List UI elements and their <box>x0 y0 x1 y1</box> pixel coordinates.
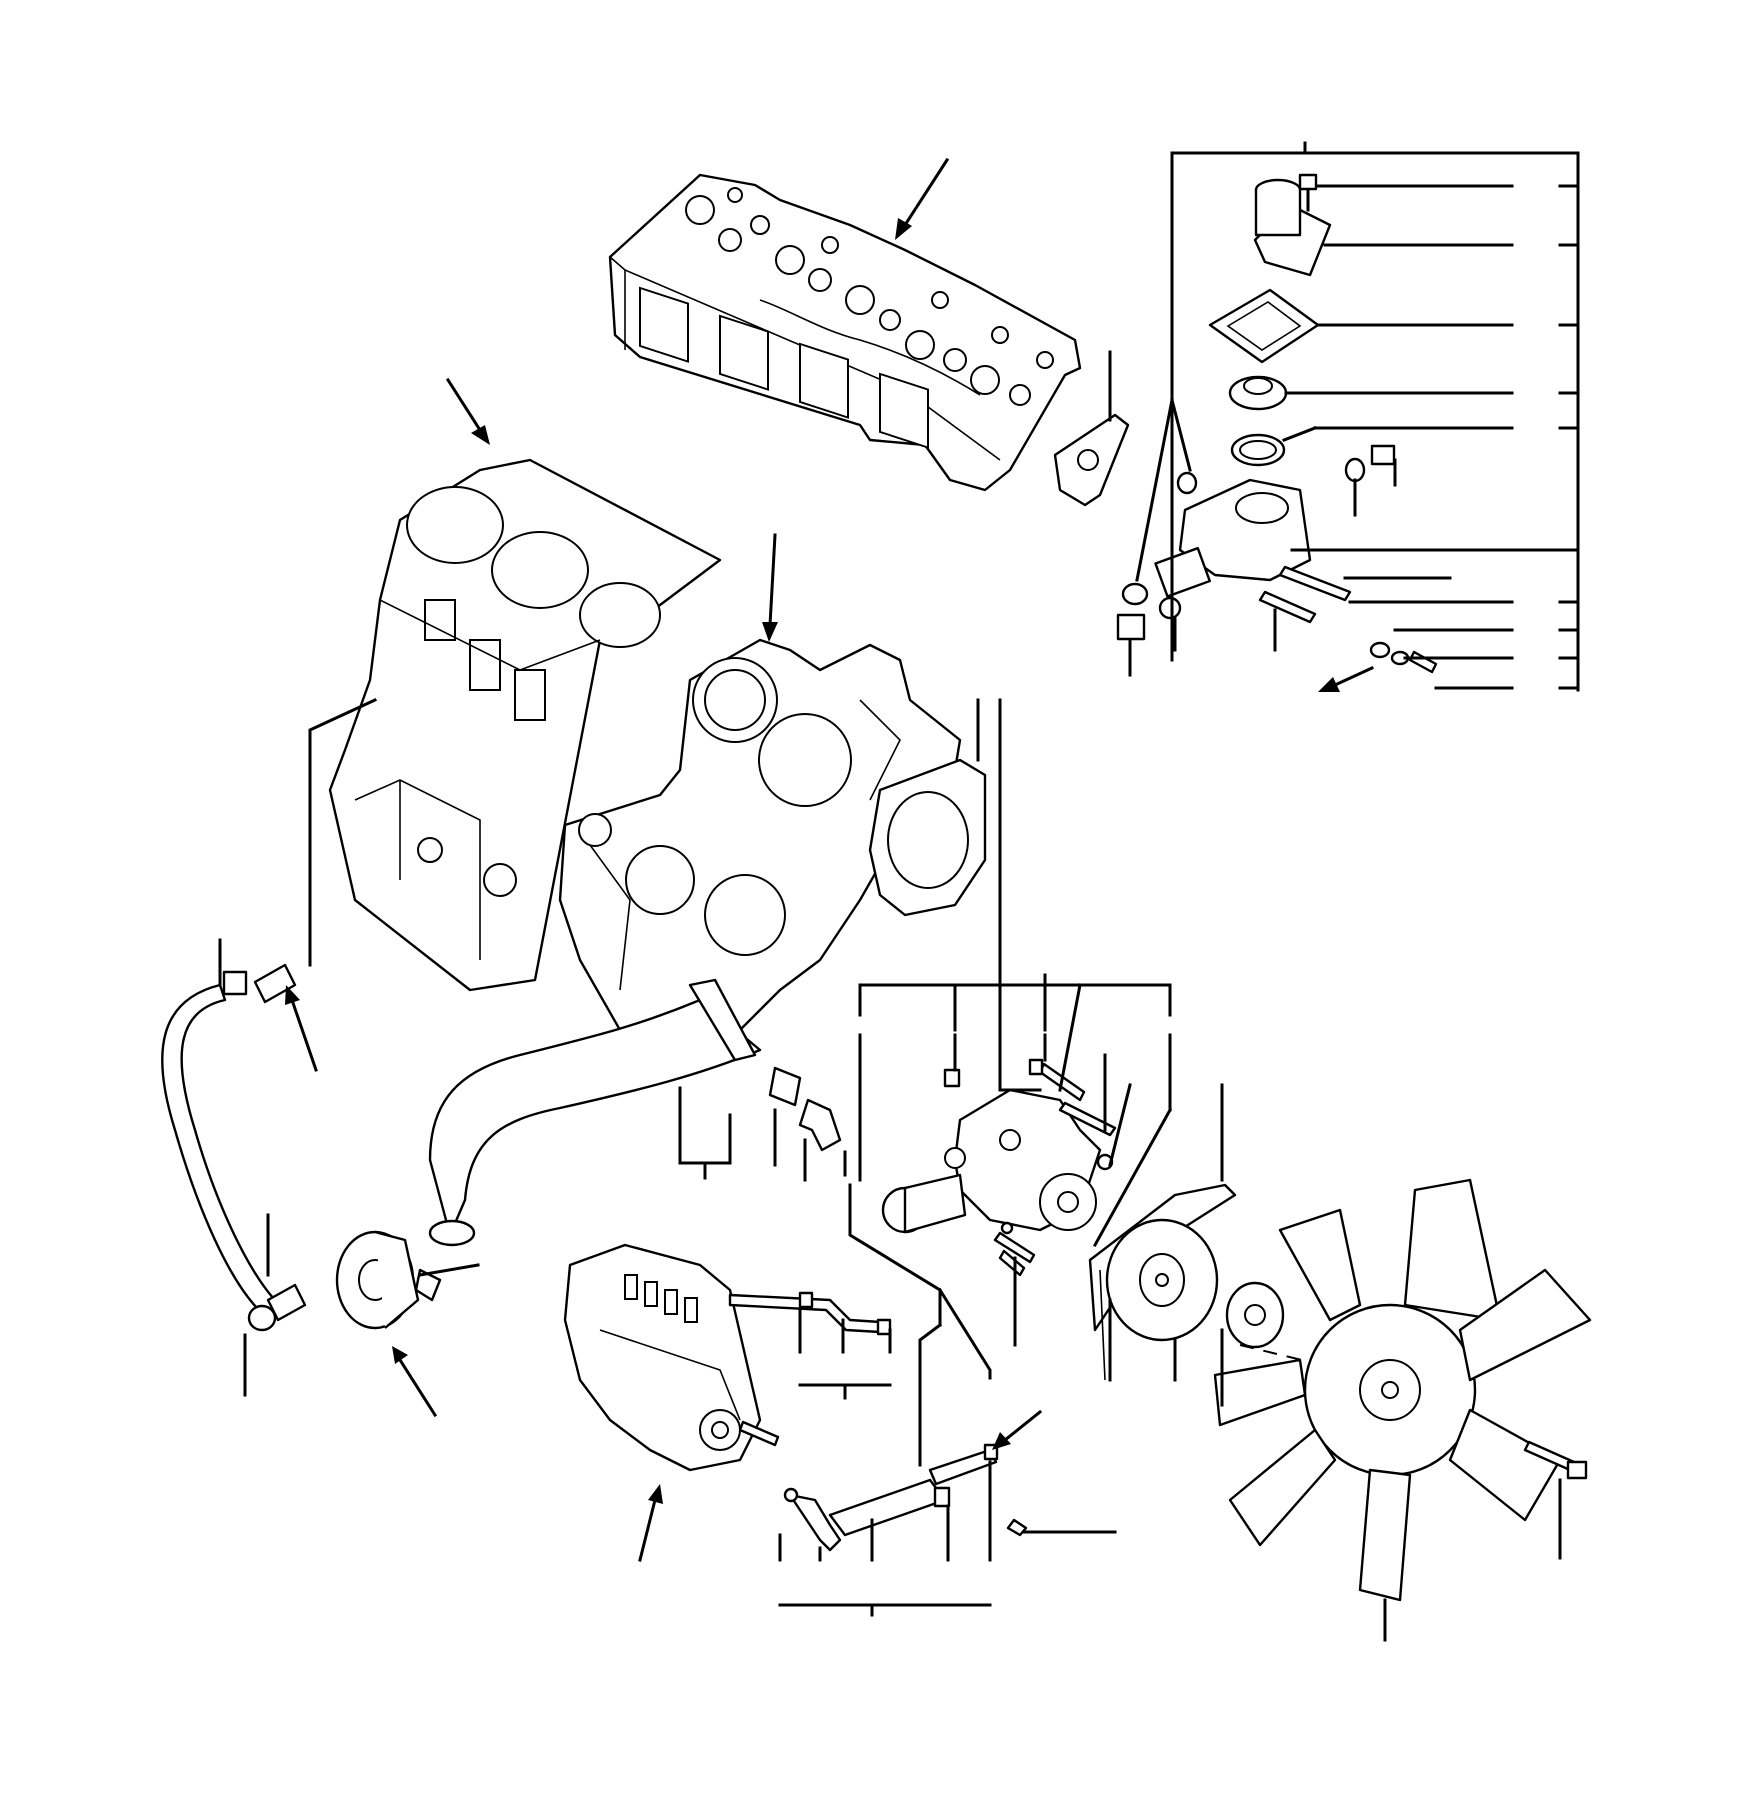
oil-cooler-icon[interactable] <box>335 1230 442 1330</box>
water-pump-icon[interactable] <box>881 1058 1117 1264</box>
head-cover-plate-icon[interactable] <box>1053 413 1130 507</box>
fan-bolt-icon[interactable] <box>1523 1440 1588 1480</box>
direction-arrows <box>285 157 1374 1562</box>
thermostat-icon[interactable] <box>1116 173 1438 674</box>
cylinder-block-icon[interactable] <box>328 458 722 992</box>
pulley-icon[interactable] <box>1105 1218 1285 1349</box>
fan-icon[interactable] <box>1213 1178 1592 1602</box>
hose-icon[interactable] <box>161 963 1028 1552</box>
cylinder-head-icon[interactable] <box>608 173 1082 492</box>
injection-pump-icon[interactable] <box>563 1243 780 1472</box>
leader-lines <box>218 141 1580 1642</box>
gear-case-gasket-icon[interactable] <box>868 758 987 917</box>
